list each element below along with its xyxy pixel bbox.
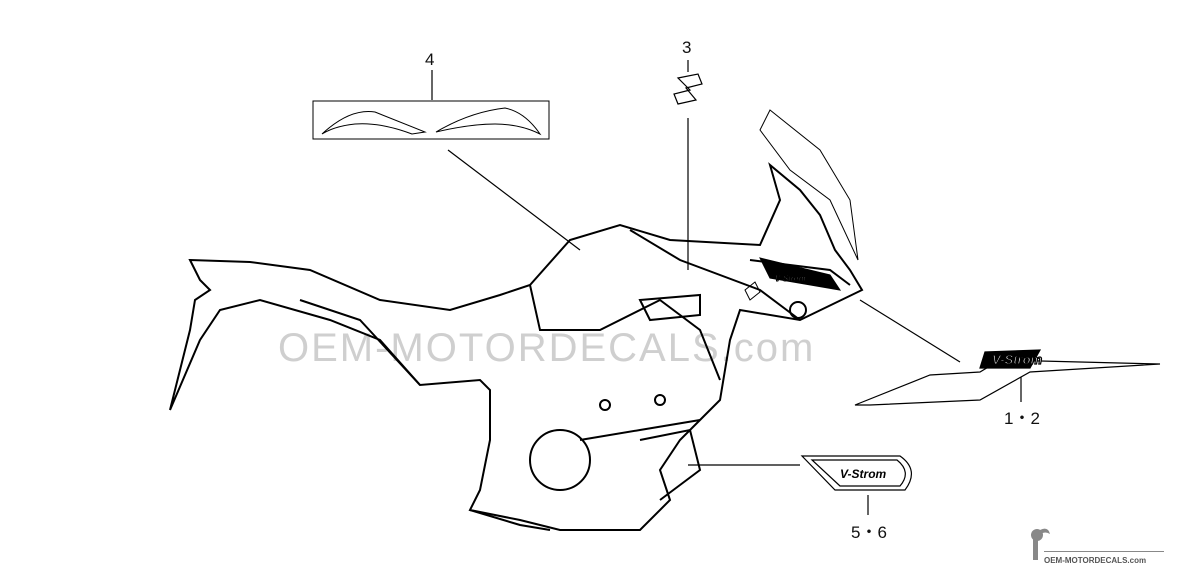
fairing-logo-text: V-Strom xyxy=(992,352,1043,367)
tank-logo-text: V-Strom xyxy=(775,274,806,283)
callout-part-5-6[interactable]: 5・6 xyxy=(851,523,887,542)
part-1-2-fairing-decal: V-Strom xyxy=(854,349,1161,406)
motorcycle-body xyxy=(169,109,864,531)
callout-part-4[interactable]: 4 xyxy=(425,50,435,69)
tank-decal: V-Strom xyxy=(744,257,842,301)
callout-part-3[interactable]: 3 xyxy=(682,38,692,57)
leader-1-2 xyxy=(859,299,961,363)
callout-part-1-2[interactable]: 1・2 xyxy=(1004,409,1040,428)
watermark: OEM-MOTORDECALS.com xyxy=(278,326,816,370)
footer-logo-icon xyxy=(1031,528,1164,560)
part-5-6-side-decal: V-Strom xyxy=(800,455,912,491)
side-logo-text: V-Strom xyxy=(840,467,887,481)
part-4-seat-decals xyxy=(312,100,550,140)
leader-4b xyxy=(447,149,581,251)
part-3-s-emblem xyxy=(673,73,703,105)
footer-watermark: OEM-MOTORDECALS.com xyxy=(1044,556,1147,565)
